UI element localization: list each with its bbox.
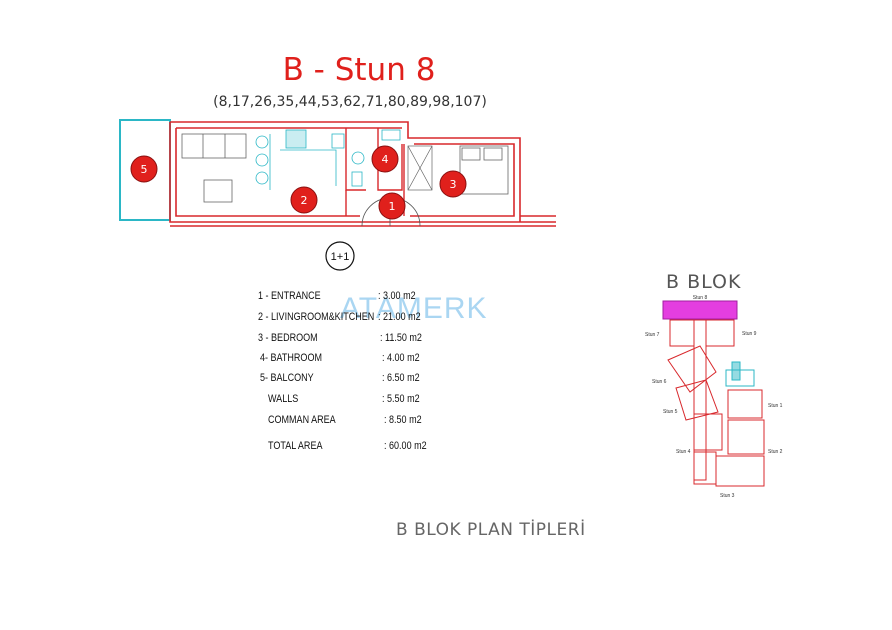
room-marker-3: 3: [439, 170, 467, 198]
area-value-entrance: : 3.00 m2: [378, 290, 416, 302]
area-value-bedroom: : 11.50 m2: [380, 332, 422, 344]
svg-text:1: 1: [389, 200, 396, 213]
svg-text:3: 3: [450, 178, 457, 191]
svg-text:1+1: 1+1: [331, 251, 350, 263]
coffee-table: [203, 179, 233, 203]
sofa: [181, 133, 247, 159]
area-row-bathroom: 4- BATHROOM: [260, 352, 322, 364]
block-site-plan: Stun 8: [662, 295, 765, 487]
svg-text:Stun 7: Stun 7: [645, 332, 660, 338]
area-row-entrance: 1 - ENTRANCE: [258, 290, 321, 302]
area-value-balcony: : 6.50 m2: [382, 372, 420, 384]
wardrobe: [407, 145, 433, 191]
svg-text:Stun 8: Stun 8: [693, 295, 708, 301]
room-marker-1: 1: [378, 192, 406, 220]
svg-text:Stun 9: Stun 9: [742, 331, 757, 337]
bar-stools: [255, 134, 271, 190]
plan-title: B - Stun 8: [282, 52, 436, 88]
bathroom-fixtures: [351, 129, 401, 187]
svg-text:2: 2: [301, 194, 308, 207]
footer-caption: B BLOK PLAN TİPLERİ: [396, 520, 586, 540]
svg-text:5: 5: [141, 163, 148, 176]
block-title: B BLOK: [666, 271, 742, 293]
area-row-walls: WALLS: [268, 393, 299, 405]
area-value-common: : 8.50 m2: [384, 414, 422, 426]
svg-text:Stun 3: Stun 3: [720, 493, 735, 499]
room-marker-4: 4: [371, 145, 399, 173]
area-value-bathroom: : 4.00 m2: [382, 352, 420, 364]
unit-numbers: (8,17,26,35,44,53,62,71,80,89,98,107): [213, 94, 487, 110]
block-plan-labels: Stun 7 Stun 9 Stun 6 Stun 5 Stun 1 Stun …: [645, 331, 783, 499]
svg-text:Stun 5: Stun 5: [663, 409, 678, 415]
area-row-common: COMMAN AREA: [268, 414, 336, 426]
room-marker-5: 5: [130, 155, 158, 183]
svg-text:Stun 1: Stun 1: [768, 403, 783, 409]
watermark: ATAMERK: [340, 292, 488, 325]
area-row-balcony: 5- BALCONY: [260, 372, 314, 384]
area-value-total: : 60.00 m2: [384, 440, 427, 452]
room-marker-2: 2: [290, 186, 318, 214]
area-row-total: TOTAL AREA: [268, 440, 323, 452]
svg-text:Stun 4: Stun 4: [676, 449, 691, 455]
svg-text:Stun 6: Stun 6: [652, 379, 667, 385]
unit-type-badge: 1+1: [325, 241, 355, 271]
outer-walls: [169, 121, 556, 227]
area-value-living: : 21.00 m2: [378, 311, 421, 323]
bed: [459, 145, 509, 195]
svg-text:4: 4: [382, 153, 389, 166]
area-row-living: 2 - LIVINGROOM&KITCHEN: [258, 311, 375, 323]
svg-text:Stun 2: Stun 2: [768, 449, 783, 455]
kitchen-counter: [280, 129, 345, 186]
area-row-bedroom: 3 - BEDROOM: [258, 332, 318, 344]
area-value-walls: : 5.50 m2: [382, 393, 420, 405]
